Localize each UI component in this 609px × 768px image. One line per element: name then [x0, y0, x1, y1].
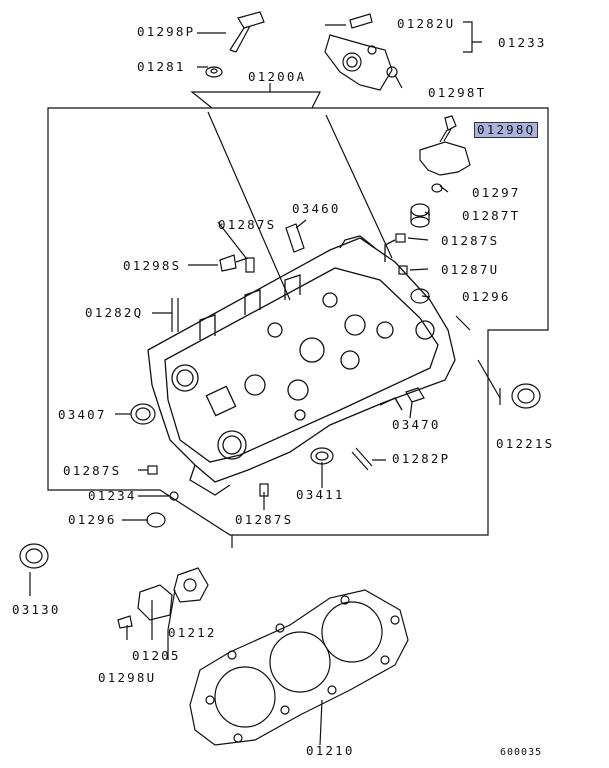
part-01212-label[interactable]: 01212 — [168, 625, 217, 640]
part-03470-label[interactable]: 03470 — [392, 417, 441, 432]
part-03411-label[interactable]: 03411 — [296, 487, 345, 502]
part-01282U-label[interactable]: 01282U — [397, 16, 456, 31]
part-01287S-label[interactable]: 01287S — [218, 217, 277, 232]
part-01221S-label[interactable]: 01221S — [496, 436, 555, 451]
part-01297-label[interactable]: 01297 — [472, 185, 521, 200]
part-03130-label[interactable]: 03130 — [12, 602, 61, 617]
part-03460-label[interactable]: 03460 — [292, 201, 341, 216]
part-01282P-label[interactable]: 01282P — [392, 451, 451, 466]
part-01296-label[interactable]: 01296 — [462, 289, 511, 304]
part-01282Q-label[interactable]: 01282Q — [85, 305, 144, 320]
part-01287U-label[interactable]: 01287U — [441, 262, 500, 277]
part-01298T-label[interactable]: 01298T — [428, 85, 487, 100]
part-01200A-label[interactable]: 01200A — [248, 69, 307, 84]
part-01298P-label[interactable]: 01298P — [137, 24, 196, 39]
part-01296-label[interactable]: 01296 — [68, 512, 117, 527]
part-01234-label[interactable]: 01234 — [88, 488, 137, 503]
figure-number: 600035 — [500, 747, 543, 758]
part-03407-label[interactable]: 03407 — [58, 407, 107, 422]
part-01287S-label[interactable]: 01287S — [235, 512, 294, 527]
part-01287T-label[interactable]: 01287T — [462, 208, 521, 223]
part-01287S-label[interactable]: 01287S — [441, 233, 500, 248]
part-01233-label[interactable]: 01233 — [498, 35, 547, 50]
part-01205-label[interactable]: 01205 — [132, 648, 181, 663]
part-01298U-label[interactable]: 01298U — [98, 670, 157, 685]
assembly-frame — [47, 107, 549, 536]
part-01298S-label[interactable]: 01298S — [123, 258, 182, 273]
part-01287S-label[interactable]: 01287S — [63, 463, 122, 478]
part-01281-label[interactable]: 01281 — [137, 59, 186, 74]
part-01210-label[interactable]: 01210 — [306, 743, 355, 758]
cylinder-head — [147, 235, 456, 496]
part-01298Q-label[interactable]: 01298Q — [474, 122, 539, 138]
